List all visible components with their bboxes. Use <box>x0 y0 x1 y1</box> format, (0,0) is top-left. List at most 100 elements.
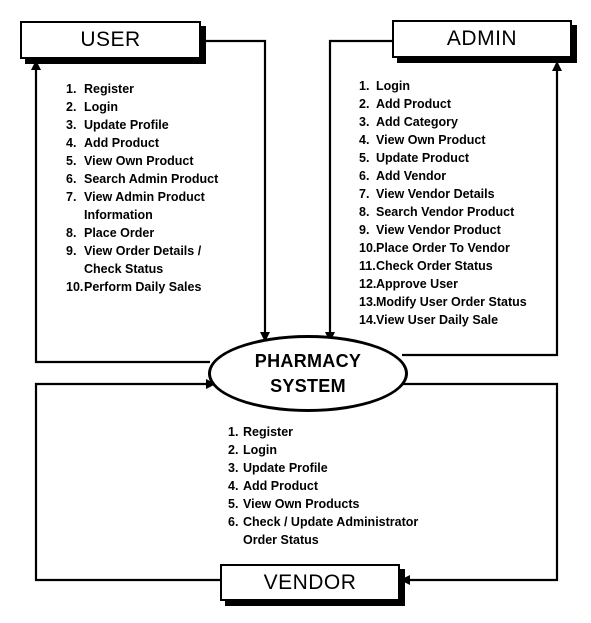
vendor-function-label-line: Login <box>243 443 278 457</box>
user-function-item: 1.Register <box>66 80 218 98</box>
user-function-label: View Own Product <box>84 152 194 170</box>
vendor-function-label: Login <box>243 441 277 459</box>
user-function-item: 9.View Order Details /Check Status <box>66 242 218 278</box>
vendor-function-label: Update Profile <box>243 459 328 477</box>
vendor-function-label-line: Add Product <box>243 479 318 493</box>
admin-function-label-line: View Own Product <box>376 133 486 147</box>
user-function-label-line: Place Order <box>84 226 155 240</box>
vendor-function-label: Register <box>243 423 293 441</box>
admin-function-number: 9. <box>359 223 370 237</box>
system-title-line1: PHARMACY <box>254 350 362 371</box>
admin-function-item: 5.Update Product <box>359 149 527 167</box>
admin-to-system-arrow <box>325 39 393 342</box>
admin-function-item: 14.View User Daily Sale <box>359 311 527 329</box>
admin-function-label: Add Vendor <box>376 167 446 185</box>
admin-function-label-line: Modify User Order Status <box>376 295 527 309</box>
admin-function-item: 4. View Own Product <box>359 131 527 149</box>
admin-function-number: 4. <box>359 133 370 147</box>
admin-function-number: 6. <box>359 169 370 183</box>
vendor-function-label-line: Update Profile <box>243 461 328 475</box>
user-function-number: 9. <box>66 244 77 258</box>
admin-function-label: Add Category <box>376 113 458 131</box>
user-function-item: 10.Perform Daily Sales <box>66 278 218 296</box>
admin-function-label: Login <box>376 77 410 95</box>
admin-function-label-line: Add Category <box>376 115 458 129</box>
user-function-item: 5. View Own Product <box>66 152 218 170</box>
admin-function-item: 12.Approve User <box>359 275 527 293</box>
vendor-function-label: View Own Products <box>243 495 359 513</box>
admin-function-item: 8. Search Vendor Product <box>359 203 527 221</box>
admin-function-number: 11. <box>359 259 376 273</box>
admin-function-label: View Vendor Details <box>376 185 495 203</box>
vendor-function-label-line: Check / Update Administrator <box>243 515 419 529</box>
user-function-item: 4.Add Product <box>66 134 218 152</box>
admin-function-number: 12. <box>359 277 377 291</box>
user-function-label: Place Order <box>84 224 154 242</box>
vendor-function-number: 4. <box>228 479 239 493</box>
user-function-label-line: Update Profile <box>84 118 169 132</box>
user-function-label-line: Login <box>84 100 119 114</box>
vendor-function-label-line: Order Status <box>243 533 319 547</box>
admin-function-number: 3. <box>359 115 370 129</box>
user-function-label-line: Register <box>84 82 135 96</box>
admin-function-label: Approve User <box>376 275 458 293</box>
user-function-label: Add Product <box>84 134 159 152</box>
user-function-label: Search Admin Product <box>84 170 218 188</box>
user-function-item: 8.Place Order <box>66 224 218 242</box>
user-function-item: 3.Update Profile <box>66 116 218 134</box>
vendor-function-label: Add Product <box>243 477 318 495</box>
user-function-label: Update Profile <box>84 116 169 134</box>
user-function-label: Login <box>84 98 118 116</box>
admin-function-number: 13. <box>359 295 377 309</box>
user-function-label-line: View Order Details / <box>84 244 202 258</box>
admin-function-label: View Vendor Product <box>376 221 501 239</box>
vendor-function-number: 2. <box>228 443 239 457</box>
admin-function-label-line: View Vendor Product <box>376 223 501 237</box>
admin-function-item: 11.Check Order Status <box>359 257 527 275</box>
admin-function-label: View Own Product <box>376 131 486 149</box>
admin-function-item: 1.Login <box>359 77 527 95</box>
user-function-label-line: Search Admin Product <box>84 172 219 186</box>
admin-function-number: 14. <box>359 313 377 327</box>
admin-function-label: View User Daily Sale <box>376 311 498 329</box>
admin-function-label: Add Product <box>376 95 451 113</box>
user-function-label-line: Add Product <box>84 136 159 150</box>
vendor-function-label-line: Register <box>243 425 294 439</box>
system-to-user-arrow <box>31 60 210 364</box>
user-function-number: 5. <box>66 154 77 168</box>
admin-function-label: Modify User Order Status <box>376 293 527 311</box>
admin-function-item: 13.Modify User Order Status <box>359 293 527 311</box>
admin-function-label-line: Add Vendor <box>376 169 447 183</box>
user-function-label-line: View Own Product <box>84 154 194 168</box>
admin-function-label: Search Vendor Product <box>376 203 514 221</box>
system-title-line2: SYSTEM <box>270 375 346 396</box>
vendor-function-item: 3. Update Profile <box>228 459 418 477</box>
admin-function-number: 8. <box>359 205 370 219</box>
system-to-vendor-arrow <box>392 382 559 585</box>
user-to-system-arrow <box>200 39 270 342</box>
admin-function-label-line: Place Order To Vendor <box>376 241 510 255</box>
admin-function-number: 5. <box>359 151 370 165</box>
vendor-function-item: 1. Register <box>228 423 418 441</box>
vendor-function-number: 1. <box>228 425 239 439</box>
vendor-function-label-line: View Own Products <box>243 497 360 511</box>
vendor-functions-list: 1. Register 2. Login 3. Update Profile 4. Add P… <box>228 423 418 549</box>
admin-function-label: Place Order To Vendor <box>376 239 510 257</box>
admin-function-label-line: Check Order Status <box>376 259 493 273</box>
admin-function-label-line: View Vendor Details <box>376 187 495 201</box>
admin-function-item: 10.Place Order To Vendor <box>359 239 527 257</box>
admin-function-item: 9. View Vendor Product <box>359 221 527 239</box>
admin-function-label-line: Approve User <box>376 277 458 291</box>
user-function-label-line: View Admin Product <box>84 190 205 204</box>
vendor-function-number: 3. <box>228 461 239 475</box>
vendor-function-item: 4. Add Product <box>228 477 418 495</box>
admin-function-label-line: Search Vendor Product <box>376 205 515 219</box>
system-to-admin-arrow <box>402 61 562 357</box>
vendor-function-number: 6. <box>228 515 239 529</box>
